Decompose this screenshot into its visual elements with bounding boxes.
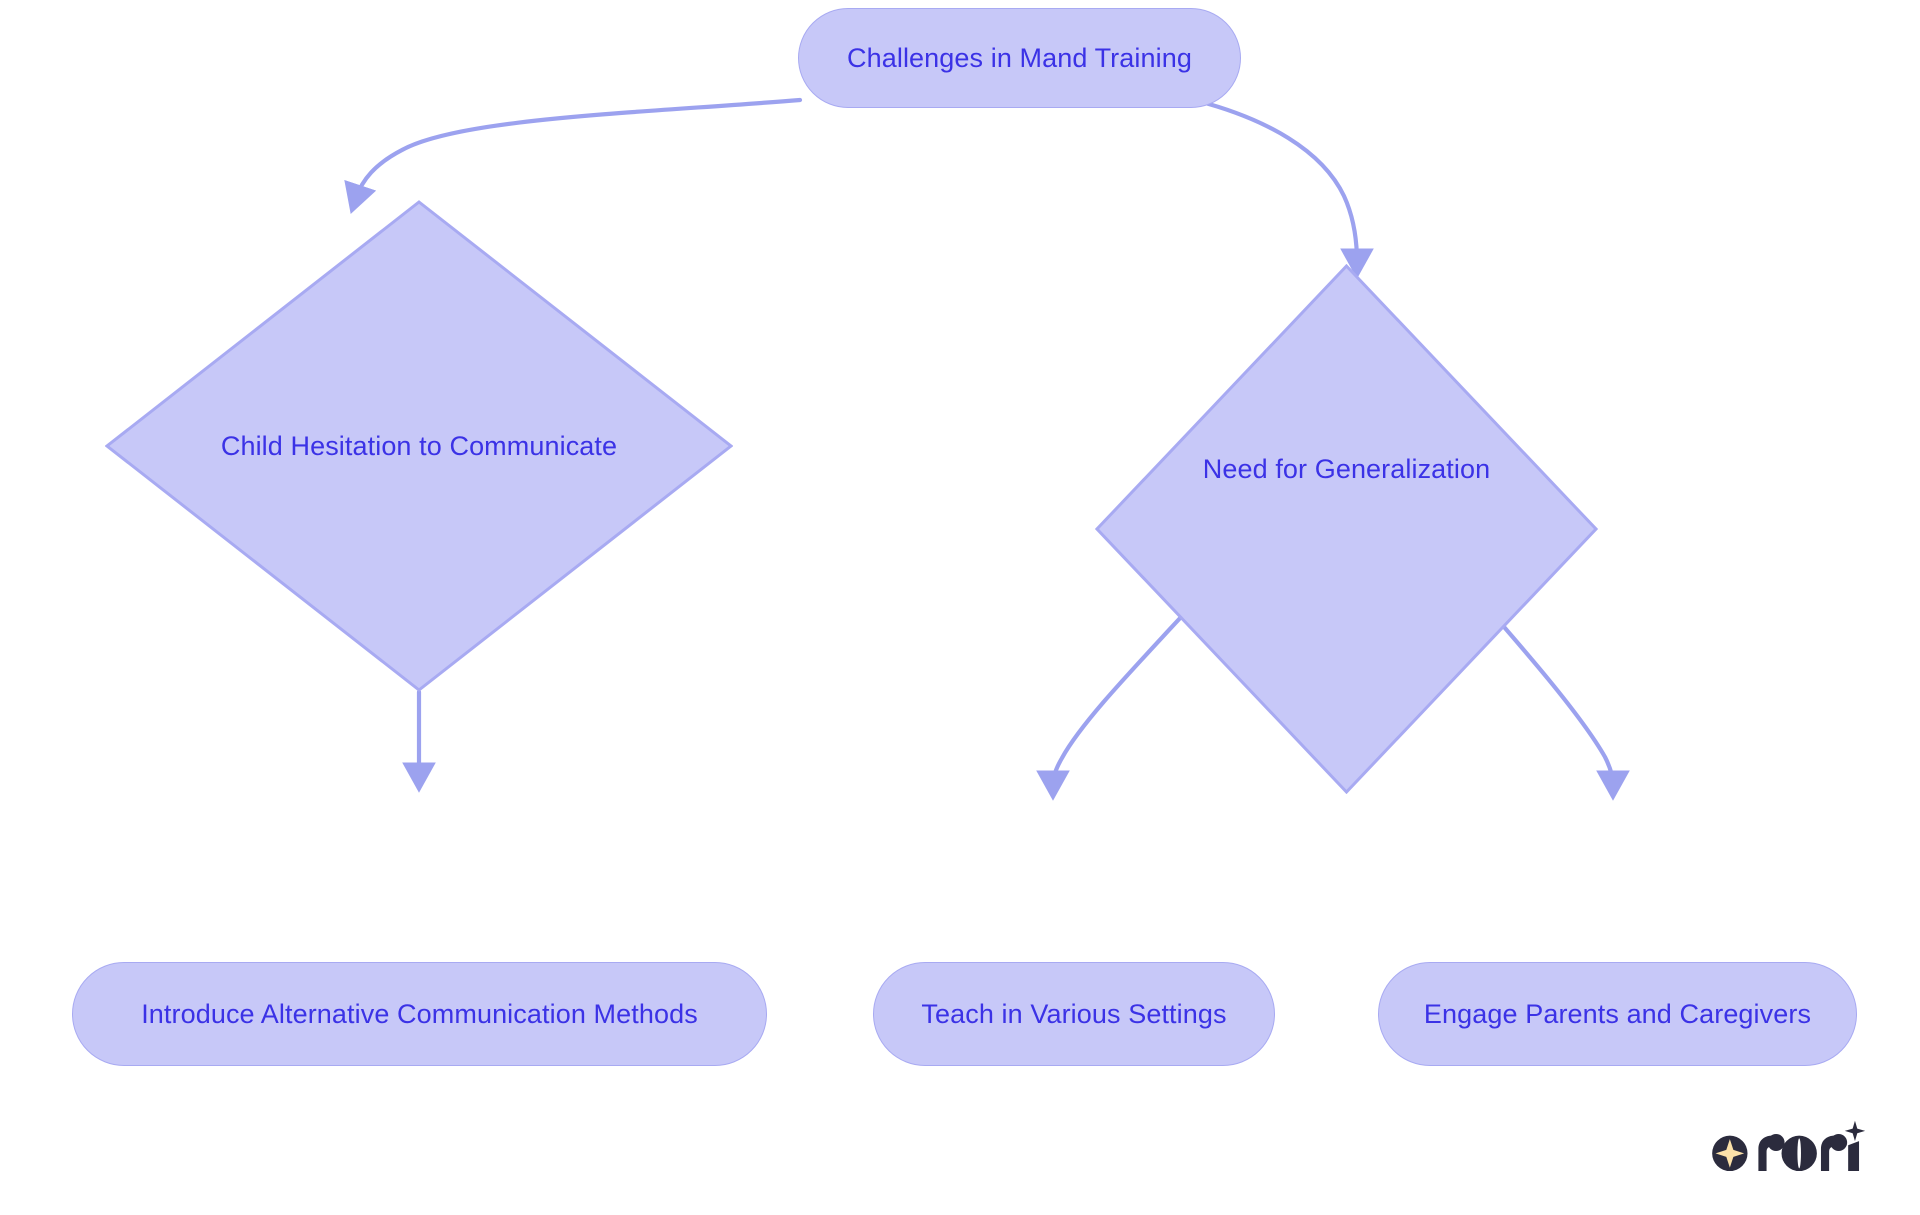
sparkle-badge-icon (1712, 1135, 1748, 1172)
node-challenges-in-mand-training[interactable]: Challenges in Mand Training (798, 8, 1241, 108)
logo-letter-o (1781, 1135, 1817, 1172)
node-teach-in-various-settings[interactable]: Teach in Various Settings (873, 962, 1275, 1066)
node-child-hesitation-to-communicate[interactable]: Child Hesitation to Communicate (105, 200, 733, 692)
node-label: Need for Generalization (1202, 453, 1491, 484)
node-introduce-alternative-communication-methods[interactable]: Introduce Alternative Communication Meth… (72, 962, 767, 1066)
node-label: Child Hesitation to Communicate (220, 430, 618, 461)
diamond-shape (1095, 264, 1598, 794)
logo-letter-r-2 (1820, 1133, 1848, 1172)
node-label: Engage Parents and Caregivers (1423, 998, 1812, 1029)
edge-root-to-child-hesitation (344, 97, 803, 214)
logo-letter-i (1844, 1120, 1866, 1172)
node-engage-parents-and-caregivers[interactable]: Engage Parents and Caregivers (1378, 962, 1857, 1066)
node-need-for-generalization[interactable]: Need for Generalization (1095, 264, 1598, 794)
node-label: Challenges in Mand Training (847, 42, 1192, 73)
logo-letter-r (1758, 1133, 1785, 1172)
node-label: Introduce Alternative Communication Meth… (141, 998, 698, 1029)
diamond-shape (105, 200, 733, 692)
node-label: Teach in Various Settings (921, 998, 1227, 1029)
rori-logo (1712, 1120, 1866, 1172)
